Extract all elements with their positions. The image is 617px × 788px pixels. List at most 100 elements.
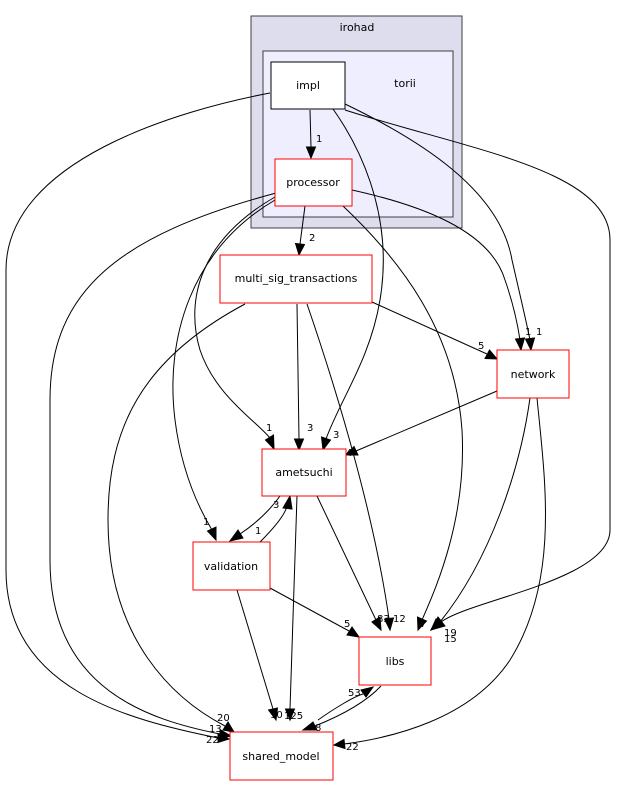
edge-validation-ametsuchi: 3 bbox=[259, 494, 293, 543]
edge-line bbox=[299, 205, 306, 245]
node-multi_sig_transactions[interactable]: multi_sig_transactions bbox=[219, 254, 373, 304]
cluster-irohad-label: irohad bbox=[340, 21, 375, 34]
edge-arrowhead bbox=[222, 721, 235, 733]
node-processor-label[interactable]: processor bbox=[286, 176, 340, 189]
node-impl-box[interactable] bbox=[270, 61, 346, 110]
node-validation-label[interactable]: validation bbox=[204, 560, 258, 573]
node-validation[interactable]: validation bbox=[192, 541, 271, 591]
node-ametsuchi-label[interactable]: ametsuchi bbox=[275, 466, 332, 479]
node-network-box[interactable] bbox=[496, 349, 570, 399]
edge-label-validation-libs: 5 bbox=[344, 619, 350, 630]
edge-line bbox=[342, 205, 464, 621]
edge-line bbox=[239, 495, 281, 535]
edge-label-impl-ametsuchi: 3 bbox=[333, 430, 339, 441]
node-impl[interactable]: impl bbox=[270, 61, 346, 110]
edge-arrowhead bbox=[301, 721, 318, 731]
edge-line bbox=[344, 109, 611, 623]
edge-arrowhead bbox=[346, 626, 361, 638]
edge-label-network-ametsuchi: 4 bbox=[346, 448, 352, 459]
edge-arrowhead bbox=[305, 146, 317, 160]
edge-multi_sig_transactions-shared_model: 20 bbox=[107, 303, 246, 733]
edge-label-libs-shared_model: 8 bbox=[315, 723, 321, 734]
edge-impl-ametsuchi: 3 bbox=[320, 108, 384, 452]
edge-arrowhead bbox=[416, 616, 428, 632]
edge-label-processor-shared_model: 13 bbox=[209, 724, 222, 735]
edge-shared_model-libs: 53 bbox=[317, 686, 375, 721]
edge-label-processor-validation: 1 bbox=[203, 517, 209, 528]
edge-label-validation-ametsuchi: 3 bbox=[273, 500, 279, 511]
edge-multi_sig_transactions-network: 5 bbox=[371, 301, 499, 360]
edge-label-ametsuchi-validation: 1 bbox=[255, 526, 261, 537]
edge-label-ametsuchi-libs: 83 bbox=[377, 614, 390, 625]
edge-arrowhead bbox=[514, 337, 526, 352]
edge-libs-shared_model: 8 bbox=[301, 685, 382, 734]
edge-arrowhead bbox=[484, 349, 499, 360]
edge-arrowhead bbox=[293, 438, 305, 452]
edge-label-impl-shared_model: 22 bbox=[206, 735, 219, 746]
node-multi_sig_transactions-label[interactable]: multi_sig_transactions bbox=[235, 272, 358, 285]
edge-arrowhead bbox=[284, 708, 296, 722]
node-processor[interactable]: processor bbox=[274, 158, 353, 207]
edge-arrowhead bbox=[206, 526, 217, 542]
edge-label-network-libs: 15 bbox=[444, 634, 457, 645]
edge-label-multi_sig_transactions-network: 5 bbox=[478, 341, 484, 352]
edge-processor-validation: 1 bbox=[172, 199, 276, 542]
edge-arrowhead bbox=[219, 728, 233, 740]
edge-network-libs: 15 bbox=[430, 397, 531, 645]
edge-line bbox=[439, 397, 531, 623]
edge-arrowhead bbox=[344, 445, 359, 456]
edge-ametsuchi-validation: 1 bbox=[228, 495, 281, 542]
edge-arrowhead bbox=[294, 242, 306, 257]
edge-label-impl-processor: 1 bbox=[316, 134, 322, 145]
edge-line bbox=[306, 303, 390, 620]
node-shared_model[interactable]: shared_model bbox=[229, 731, 334, 781]
node-shared_model-label[interactable]: shared_model bbox=[242, 750, 319, 763]
node-multi_sig_transactions-box[interactable] bbox=[219, 254, 373, 304]
edge-label-shared_model-libs: 53 bbox=[348, 688, 361, 699]
edge-line bbox=[259, 505, 288, 543]
edge-line bbox=[344, 103, 531, 341]
edge-impl-processor: 1 bbox=[305, 109, 322, 160]
edge-line bbox=[325, 108, 384, 440]
edge-validation-shared_model: 10 bbox=[236, 589, 283, 722]
node-ametsuchi[interactable]: ametsuchi bbox=[261, 448, 347, 497]
node-network-label[interactable]: network bbox=[511, 368, 556, 381]
edge-line bbox=[236, 589, 274, 710]
edge-arrowhead bbox=[332, 738, 346, 750]
node-libs[interactable]: libs bbox=[358, 636, 432, 686]
edge-line bbox=[317, 693, 364, 721]
edge-arrowhead bbox=[228, 529, 244, 542]
edge-line bbox=[351, 189, 521, 341]
node-libs-label[interactable]: libs bbox=[386, 655, 405, 668]
cluster-torii-label[interactable]: torii bbox=[394, 77, 416, 90]
node-processor-box[interactable] bbox=[274, 158, 353, 207]
edge-label-validation-shared_model: 10 bbox=[270, 710, 283, 721]
edge-arrowhead bbox=[264, 434, 275, 451]
edge-impl-network: 1 bbox=[344, 103, 542, 352]
node-ametsuchi-box[interactable] bbox=[261, 448, 347, 497]
node-network[interactable]: network bbox=[496, 349, 570, 399]
edge-impl-shared_model: 22 bbox=[5, 92, 271, 746]
edge-arrowhead bbox=[383, 617, 395, 632]
edge-label-processor-libs: 7 bbox=[420, 619, 426, 630]
edge-label-ametsuchi-shared_model: 125 bbox=[284, 711, 303, 722]
edge-processor-shared_model: 13 bbox=[49, 192, 277, 740]
node-validation-box[interactable] bbox=[192, 541, 271, 591]
edge-arrowhead bbox=[430, 618, 444, 631]
node-shared_model-box[interactable] bbox=[229, 731, 334, 781]
edges: 1 3 1 19 22 2 1 bbox=[5, 92, 611, 753]
edge-label-impl-libs: 19 bbox=[444, 628, 457, 639]
edge-processor-ametsuchi: 1 bbox=[194, 196, 276, 451]
edge-line bbox=[5, 92, 271, 739]
edge-line bbox=[107, 303, 246, 727]
edge-line bbox=[343, 397, 546, 745]
node-impl-label[interactable]: impl bbox=[296, 79, 320, 92]
edge-label-processor-network: 1 bbox=[525, 327, 531, 338]
edge-line bbox=[355, 390, 498, 452]
edge-label-multi_sig_transactions-shared_model: 20 bbox=[217, 713, 230, 724]
edge-processor-network: 1 bbox=[351, 189, 531, 352]
edge-ametsuchi-libs: 83 bbox=[316, 495, 390, 632]
edge-line bbox=[296, 303, 300, 440]
node-libs-box[interactable] bbox=[358, 636, 432, 686]
